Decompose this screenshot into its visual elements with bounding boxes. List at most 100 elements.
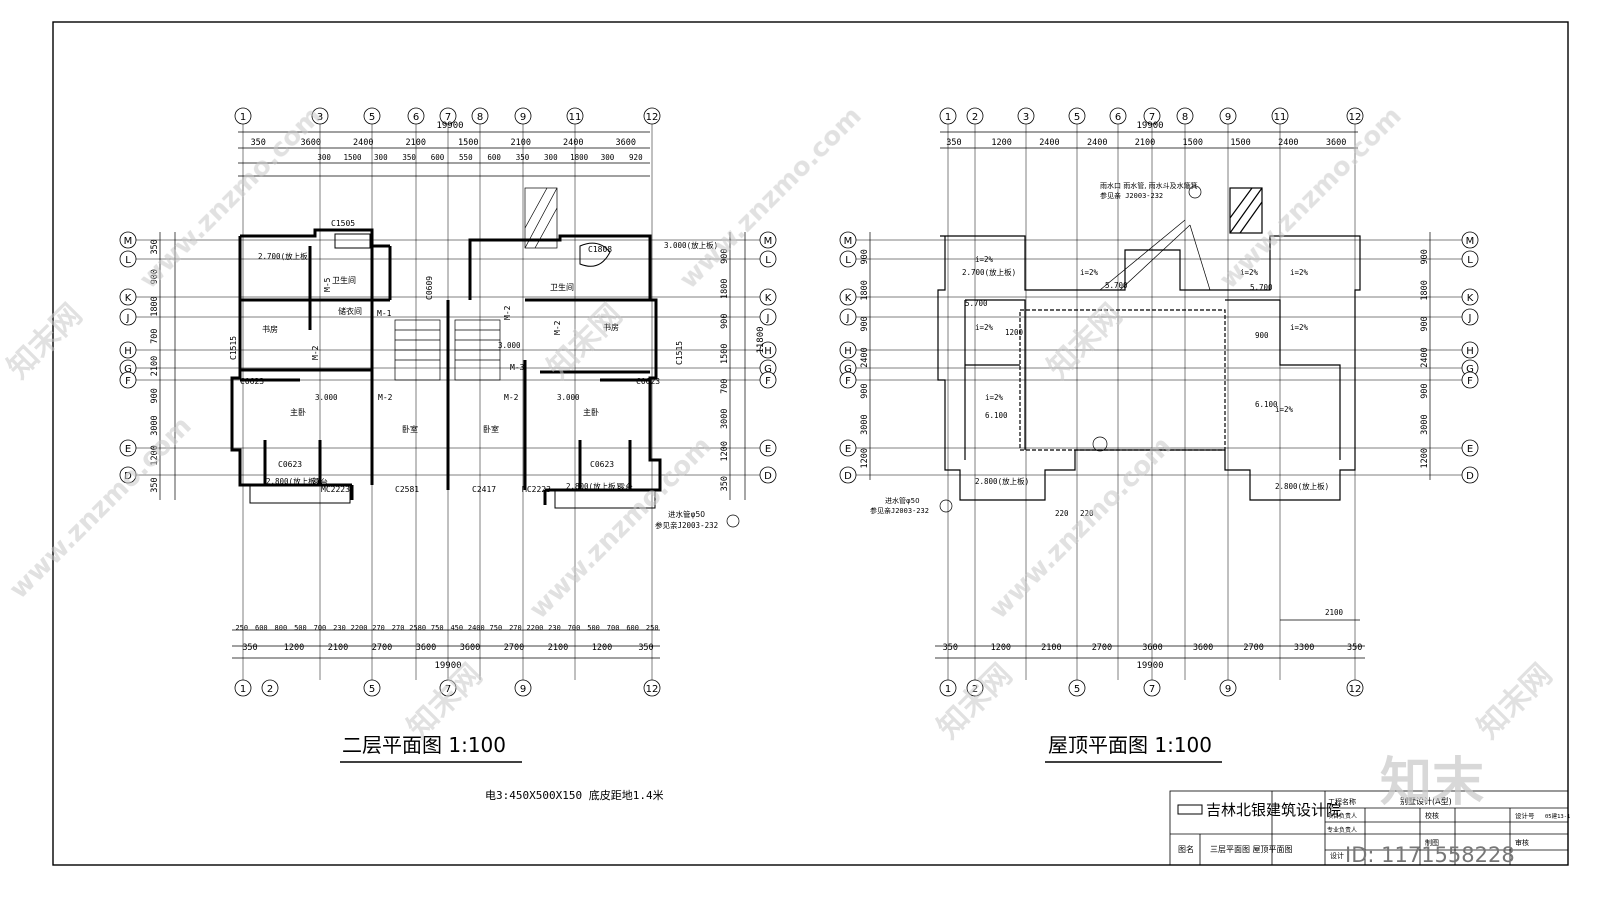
dimension: 300	[601, 153, 615, 162]
total-width-label: 19900	[436, 121, 463, 131]
callout: 参见亲J2003-232	[870, 506, 929, 515]
dimension: 350	[516, 153, 530, 162]
axis-label: G	[844, 364, 852, 375]
axis-bubble: H	[839, 341, 857, 359]
walls	[230, 228, 662, 505]
axis-bubble: K	[839, 288, 857, 306]
dimension: 350	[1347, 643, 1362, 653]
dimension: 900	[860, 383, 870, 398]
dimension: 1200	[284, 643, 304, 653]
axis-bubble: 2	[261, 679, 279, 697]
axis-label: F	[125, 376, 131, 387]
axis-label: J	[1468, 313, 1472, 324]
dimension: 1500	[343, 153, 362, 162]
dimension: 2400	[1420, 347, 1430, 367]
slope: i=2%	[1290, 323, 1309, 332]
side-dimension-lines	[869, 232, 1431, 480]
axis-bubble: J	[759, 308, 777, 326]
axis-grid-lines	[856, 124, 1462, 680]
axis-bubble: F	[119, 371, 137, 389]
axis-label: J	[126, 313, 130, 324]
axis-label: 5	[369, 112, 375, 123]
plan-note: 电3:450X500X150 底皮距地1.4米	[485, 788, 664, 802]
dimension: 550	[459, 153, 473, 162]
title-block: 吉林北银建筑设计院 工程名称 别墅设计(A型) 项目负责人 校核 设计号 05建…	[1169, 790, 1570, 866]
axis-label: M	[844, 236, 853, 247]
axis-bubble: 2	[966, 107, 984, 125]
axis-label: F	[765, 376, 771, 387]
dimension: 900	[720, 249, 730, 264]
dimension: 450	[450, 624, 463, 632]
room-label: 卫生间	[332, 275, 356, 285]
dimension: 2400	[353, 138, 373, 148]
dimension: 2100	[1135, 138, 1155, 148]
door-code: M-2	[378, 393, 393, 402]
axis-bubble: 6	[407, 107, 425, 125]
callout-notes: 进水管φ50 参见亲J2003-232	[655, 509, 740, 530]
axis-label: L	[765, 255, 771, 266]
axis-bubble: 12	[643, 679, 661, 697]
opening-codes: C1505 C1808 C0609 C1515 C1515 C0623 C062…	[229, 219, 684, 494]
dimension: 1800	[1420, 280, 1430, 300]
axis-label: 2	[267, 684, 273, 695]
dimension: 300	[544, 153, 558, 162]
axis-label: K	[845, 293, 852, 304]
axis-label: 9	[1225, 684, 1231, 695]
dimension: 900	[860, 249, 870, 264]
callout: 参见亲 J2003-232	[1100, 191, 1163, 200]
dimension: 350	[150, 477, 160, 492]
axis-label: H	[764, 346, 772, 357]
axis-label: 8	[1182, 112, 1188, 123]
axis-bubble: E	[839, 439, 857, 457]
dimension: 270	[392, 624, 405, 632]
dimension: 600	[255, 624, 268, 632]
dimension: 2100	[511, 138, 531, 148]
window-code: C0609	[425, 276, 434, 300]
callout: 雨水口 雨水管, 雨水斗及水簸箕	[1100, 181, 1198, 190]
axis-bubble: J	[839, 308, 857, 326]
elevation: 6.100	[985, 411, 1008, 420]
dimension: 750	[431, 624, 444, 632]
drawing-name-value: 三层平面图 屋顶平面图	[1210, 845, 1293, 854]
elevation: 3.000	[498, 341, 521, 350]
elevation: 3.000	[315, 393, 338, 402]
elevation: 3.000(放上板)	[664, 240, 718, 250]
dimension: 1500	[1183, 138, 1203, 148]
axis-label: 6	[413, 112, 419, 123]
axis-label: 11	[569, 112, 582, 123]
elevation: 3.000	[557, 393, 580, 402]
axis-bubble: K	[119, 288, 137, 306]
axis-label: 12	[646, 112, 659, 123]
watermark-id: ID: 1171558228	[1345, 843, 1515, 867]
axis-label: 5	[369, 684, 375, 695]
axis-bubble: 11	[1271, 107, 1289, 125]
top-dimension-lines	[940, 131, 1358, 149]
axis-bubble: K	[1461, 288, 1479, 306]
dimension: 500	[587, 624, 600, 632]
dimension: 350	[946, 138, 961, 148]
elevation-marks: 2.700(放上板) 3.000(放上板) 3.000 3.000 3.000 …	[258, 240, 718, 491]
dimension: 700	[568, 624, 581, 632]
elevation: 2.800(放上板)	[566, 481, 620, 491]
dimension: 2700	[372, 643, 392, 653]
window-code: C0623	[590, 460, 614, 469]
room-label: 书房	[603, 322, 619, 332]
room-label: 卧室	[402, 424, 418, 434]
dimension: 3000	[720, 409, 730, 429]
axis-label: 9	[520, 112, 526, 123]
axis-bubble: 5	[363, 107, 381, 125]
dimension: 1500	[720, 344, 730, 364]
project-label: 工程名称	[1328, 797, 1356, 806]
dimension: 2400	[468, 624, 485, 632]
window-code: C2417	[472, 485, 496, 494]
bottom-dimension-lines	[232, 629, 660, 659]
dimension: 2400	[1278, 138, 1298, 148]
axis-label: M	[764, 236, 773, 247]
dimension: 900	[150, 269, 160, 284]
door-code: M-2	[553, 320, 562, 335]
